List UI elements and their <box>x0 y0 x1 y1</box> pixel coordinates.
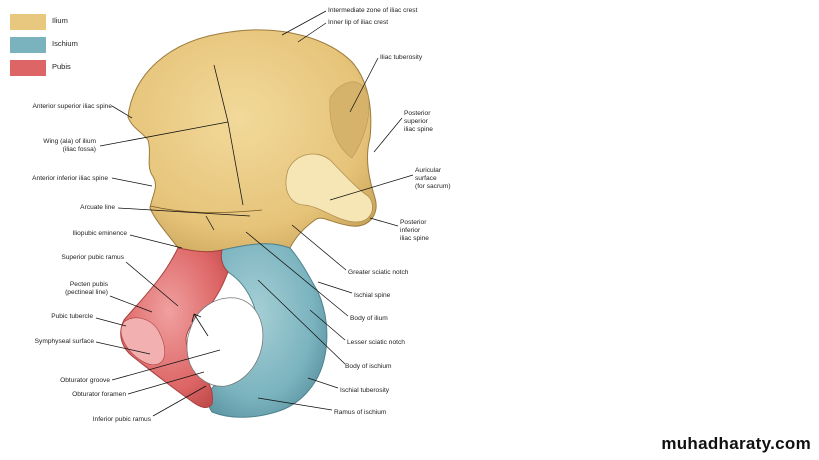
label-arcuate: Arcuate line <box>80 204 115 211</box>
label-auricular-1: Auricular <box>415 167 442 174</box>
label-psis-1: Posterior <box>404 110 431 117</box>
label-aiis: Anterior inferior iliac spine <box>32 175 108 182</box>
label-wing-1: Wing (ala) of ilium <box>43 138 96 145</box>
pubis-shape <box>120 247 229 408</box>
label-auricular-2: surface <box>415 175 437 182</box>
legend-label-ilium: Ilium <box>52 16 68 25</box>
auricular-surface-shape <box>285 153 373 223</box>
label-lesser-sciatic: Lesser sciatic notch <box>347 339 405 346</box>
label-psis-3: iliac spine <box>404 126 433 133</box>
label-ramus-ischium: Ramus of ischium <box>334 409 387 416</box>
label-body-ischium: Body of ischium <box>345 363 392 370</box>
label-piis-3: iliac spine <box>400 235 429 242</box>
label-asis: Anterior superior iliac spine <box>32 103 112 110</box>
label-piis-2: inferior <box>400 227 421 234</box>
legend-label-pubis: Pubis <box>52 62 71 71</box>
label-pecten-1: Pecten pubis <box>70 281 109 288</box>
label-body-ilium: Body of ilium <box>350 315 388 322</box>
label-ischial-tuberosity: Ischial tuberosity <box>340 387 390 394</box>
obturator-groove-arrow <box>191 313 209 337</box>
symphyseal-surface-shape <box>120 317 166 365</box>
legend-swatch-ilium <box>10 14 46 30</box>
label-inf-pubic: Inferior pubic ramus <box>93 416 152 423</box>
label-inner-lip: Inner lip of iliac crest <box>328 19 388 26</box>
label-iliac-tuberosity: Iliac tuberosity <box>380 54 423 61</box>
label-wing-2: (iliac fossa) <box>63 146 96 153</box>
label-sup-pubic: Superior pubic ramus <box>61 254 124 261</box>
legend-swatch-ischium <box>10 37 46 53</box>
ischium-shape <box>207 243 328 418</box>
label-piis-1: Posterior <box>400 219 427 226</box>
label-intermediate-zone: Intermediate zone of iliac crest <box>328 7 418 14</box>
label-auricular-3: (for sacrum) <box>415 183 451 190</box>
label-psis-2: superior <box>404 118 429 125</box>
label-greater-sciatic: Greater sciatic notch <box>348 269 409 276</box>
iliac-tuberosity-shape <box>329 81 370 159</box>
obturator-foramen-hole <box>186 297 264 387</box>
label-ischial-spine: Ischial spine <box>354 292 391 299</box>
label-symphyseal: Symphyseal surface <box>35 338 95 345</box>
watermark: muhadharaty.com <box>661 434 811 453</box>
legend-swatch-pubis <box>10 60 46 76</box>
legend-label-ischium: Ischium <box>52 39 78 48</box>
arcuate-line-mark <box>149 205 263 213</box>
label-pubic-tubercle: Pubic tubercle <box>51 313 93 320</box>
label-pecten-2: (pectineal line) <box>65 289 108 296</box>
label-obturator-groove: Obturator groove <box>60 377 110 384</box>
label-iliopubic: Iliopubic eminence <box>72 230 127 237</box>
label-obturator-foramen: Obturator foramen <box>72 391 126 398</box>
leader-lines <box>95 10 414 417</box>
